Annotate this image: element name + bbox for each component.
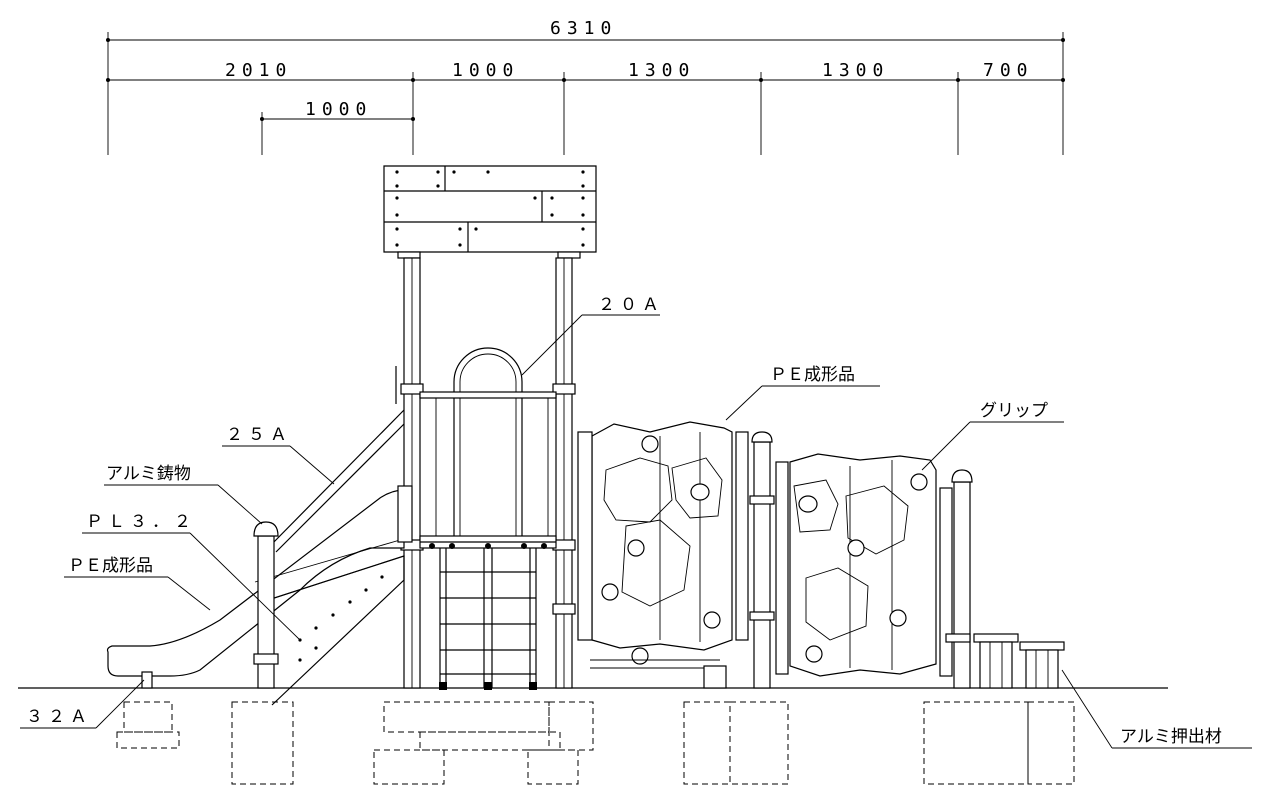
foundations — [116, 701, 1075, 785]
label-pe-molded-slide: ＰＥ成形品 — [68, 556, 153, 576]
aluminum-steps — [973, 633, 1065, 689]
label-aluminum-casting: アルミ鋳物 — [106, 464, 191, 484]
tower-posts — [395, 257, 576, 689]
label-pipe-32a: ３２Ａ — [26, 707, 92, 727]
deck — [419, 535, 557, 549]
label-aluminum-extrusion: アルミ押出材 — [1120, 727, 1222, 747]
label-plate-pl32: ＰＬ３．２ — [86, 512, 196, 532]
arch-barrier — [419, 347, 557, 540]
wall-2-grips — [798, 473, 928, 663]
label-pipe-25a: ２５Ａ — [226, 425, 292, 445]
dimension-texts: 6310 2010 1000 1300 1300 700 1000 — [225, 18, 1034, 120]
dim-segment-3: 1300 — [628, 60, 695, 81]
climbing-wall-1 — [577, 421, 749, 689]
part-labels: ２０Ａ ＰＥ成形品 グリップ ２５Ａ アルミ鋳物 ＰＬ３．２ ＰＥ成形品 ３２Ａ… — [26, 295, 1222, 747]
dim-segment-2: 1000 — [452, 60, 519, 81]
dim-segment-4: 1300 — [822, 60, 889, 81]
dim-segment-1: 2010 — [225, 60, 292, 81]
right-posts — [945, 469, 973, 689]
dim-overall: 6310 — [550, 18, 617, 39]
roof-panel — [383, 165, 597, 259]
label-grip: グリップ — [980, 401, 1048, 421]
climbing-wall-2 — [775, 453, 953, 677]
wall-1-grips — [601, 435, 721, 665]
label-pipe-20a: ２０Ａ — [598, 295, 664, 315]
middle-post — [749, 431, 775, 689]
label-pe-molded-wall: ＰＥ成形品 — [770, 365, 855, 385]
dimension-lines — [106, 32, 1065, 155]
net-ladder — [439, 548, 537, 690]
dim-segment-5: 700 — [983, 60, 1034, 81]
slide — [106, 409, 413, 706]
dim-sub: 1000 — [305, 99, 372, 120]
leader-lines — [20, 314, 1252, 749]
